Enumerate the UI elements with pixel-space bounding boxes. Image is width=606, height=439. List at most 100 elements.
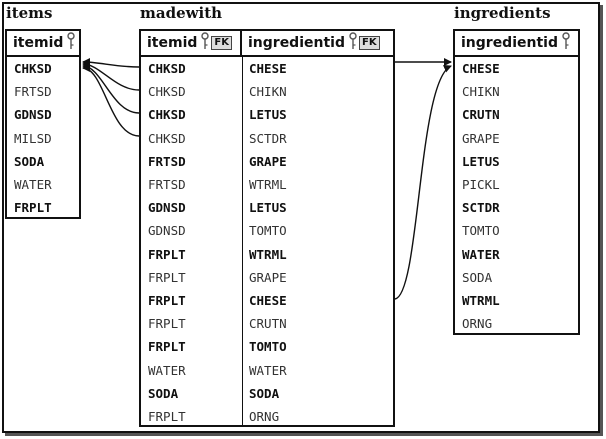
items-header-itemid: itemid — [7, 31, 76, 55]
table-row: WATER — [455, 243, 578, 266]
table-row: CHKSD CHIKN — [141, 80, 393, 103]
madewith-ingredientid-cell: WTRML — [249, 246, 287, 262]
table-row: FRTSD — [7, 80, 79, 103]
ingredients-cell: ORNG — [462, 316, 493, 332]
ingredients-cell: LETUS — [462, 153, 500, 169]
madewith-ingredientid-cell: TOMTO — [249, 339, 287, 355]
madewith-itemid-cell: FRTSD — [148, 177, 186, 193]
table-row: SODA — [455, 266, 578, 289]
madewith-ingredientid-cell: CRUTN — [249, 316, 287, 332]
ingredients-rows: CHESE CHIKN CRUTN GRAPE LETUS PICKL SCTDR TOMTO… — [455, 57, 578, 335]
madewith-ingredientid-cell: CHESE — [249, 61, 287, 77]
madewith-header-ingredientid-label: ingredientid — [248, 35, 345, 51]
table-row: PICKL — [455, 173, 578, 196]
table-row: FRPLT CRUTN — [141, 312, 393, 335]
table-row: WTRML — [455, 289, 578, 312]
table-row: CHKSD LETUS — [141, 103, 393, 126]
madewith-header-itemid-label: itemid — [147, 35, 198, 51]
madewith-itemid-cell: CHKSD — [148, 84, 186, 100]
ingredients-cell: CRUTN — [462, 107, 500, 123]
madewith-header: itemid FK ingredientid FK — [141, 31, 393, 57]
madewith-column-divider — [242, 57, 243, 425]
key-icon — [349, 32, 357, 54]
ingredients-cell: GRAPE — [462, 130, 500, 146]
table-row: FRPLT GRAPE — [141, 266, 393, 289]
madewith-itemid-cell: FRPLT — [148, 408, 186, 424]
madewith-itemid-cell: FRPLT — [148, 269, 186, 285]
madewith-itemid-cell: GDNSD — [148, 200, 186, 216]
madewith-itemid-cell: FRPLT — [148, 316, 186, 332]
madewith-header-itemid: itemid FK — [141, 31, 242, 55]
ingredients-cell: TOMTO — [462, 223, 500, 239]
table-row: CHKSD SCTDR — [141, 127, 393, 150]
table-row: GDNSD TOMTO — [141, 219, 393, 242]
ingredients-cell: WATER — [462, 246, 500, 262]
madewith-itemid-cell: SODA — [148, 385, 179, 401]
madewith-itemid-cell: WATER — [148, 362, 186, 378]
table-row: MILSD — [7, 127, 79, 150]
madewith-ingredientid-cell: LETUS — [249, 107, 287, 123]
table-row: CHESE — [455, 57, 578, 80]
madewith-ingredientid-cell: WATER — [249, 362, 287, 378]
table-row: CHIKN — [455, 80, 578, 103]
key-icon — [562, 32, 570, 54]
table-row: FRPLT WTRML — [141, 243, 393, 266]
items-table-title: items — [6, 4, 53, 22]
items-cell: FRPLT — [14, 200, 52, 216]
madewith-itemid-cell: CHKSD — [148, 130, 186, 146]
table-row: FRTSD WTRML — [141, 173, 393, 196]
ingredients-cell: WTRML — [462, 292, 500, 308]
table-row: TOMTO — [455, 219, 578, 242]
table-row: FRPLT CHESE — [141, 289, 393, 312]
table-row: WATER — [7, 173, 79, 196]
table-row: CRUTN — [455, 103, 578, 126]
madewith-ingredientid-cell: SCTDR — [249, 130, 287, 146]
foreign-key-icon: FK — [211, 36, 232, 50]
table-row: WATER WATER — [141, 358, 393, 381]
items-cell: GDNSD — [14, 107, 52, 123]
foreign-key-icon: FK — [358, 36, 380, 50]
madewith-table-title: madewith — [140, 4, 223, 22]
ingredients-table: ingredientid CHESE CHIKN CRUTN GRAPE LETUS PI… — [453, 29, 580, 335]
madewith-itemid-cell: GDNSD — [148, 223, 186, 239]
ingredients-cell: SODA — [462, 269, 493, 285]
table-row: CHKSD — [7, 57, 79, 80]
items-cell: CHKSD — [14, 61, 52, 77]
ingredients-cell: PICKL — [462, 177, 500, 193]
table-row: SCTDR — [455, 196, 578, 219]
madewith-ingredientid-cell: GRAPE — [249, 153, 287, 169]
items-header: itemid — [7, 31, 79, 57]
table-row: GDNSD — [7, 103, 79, 126]
key-icon — [201, 32, 210, 54]
madewith-ingredientid-cell: CHIKN — [249, 84, 287, 100]
madewith-itemid-cell: FRPLT — [148, 292, 186, 308]
madewith-ingredientid-cell: GRAPE — [249, 269, 287, 285]
madewith-itemid-cell: FRPLT — [148, 339, 186, 355]
madewith-itemid-cell: FRPLT — [148, 246, 186, 262]
ingredients-header-label: ingredientid — [461, 35, 558, 51]
madewith-ingredientid-cell: CHESE — [249, 292, 287, 308]
items-header-label: itemid — [13, 35, 64, 51]
items-cell: FRTSD — [14, 84, 52, 100]
key-icon — [67, 32, 76, 54]
madewith-ingredientid-cell: TOMTO — [249, 223, 287, 239]
madewith-ingredientid-cell: WTRML — [249, 177, 287, 193]
table-row: GRAPE — [455, 127, 578, 150]
ingredients-cell: CHIKN — [462, 84, 500, 100]
ingredients-header-ingredientid: ingredientid — [455, 31, 570, 55]
table-row: SODA — [7, 150, 79, 173]
items-cell: MILSD — [14, 130, 52, 146]
ingredients-cell: SCTDR — [462, 200, 500, 216]
madewith-itemid-cell: CHKSD — [148, 107, 186, 123]
table-row: ORNG — [455, 312, 578, 335]
madewith-itemid-cell: FRTSD — [148, 153, 186, 169]
table-row: FRPLT TOMTO — [141, 335, 393, 358]
